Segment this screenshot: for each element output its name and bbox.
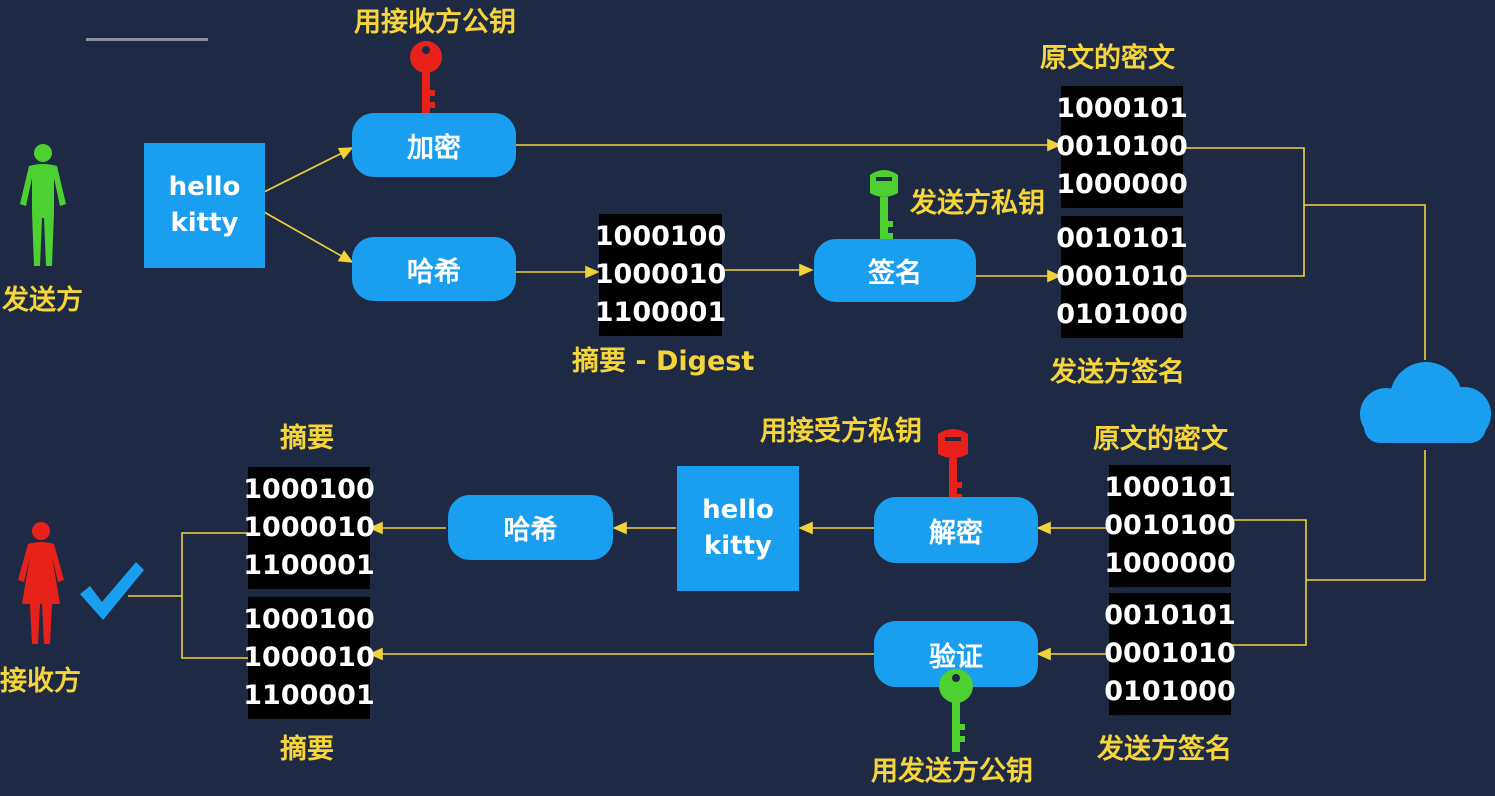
digest-bits-2: 1000010 (243, 642, 375, 673)
digest-bits-3: 1100001 (243, 680, 375, 711)
receiver-hash-box: 哈希 (448, 495, 613, 560)
hash-box: 哈希 (352, 237, 516, 301)
key-icon (409, 40, 443, 126)
cipher-bits-3: 1000000 (1056, 169, 1188, 200)
decrypt-box: 解密 (874, 497, 1038, 563)
digest-bits-2: 1000010 (243, 512, 375, 543)
encrypt-box: 加密 (352, 113, 516, 177)
cipher-bits-3: 1000000 (1104, 548, 1236, 579)
sign-key-label: 发送方私钥 (910, 188, 1045, 219)
digest-bits-3: 1100001 (243, 550, 375, 581)
receiver-signature-caption: 发送方签名 (1097, 734, 1232, 765)
signature-bits-1: 0010101 (1056, 223, 1188, 254)
receiver-message-box: hello kitty (677, 466, 799, 591)
receiver-digest-bottom-block: 1000100 1000010 1100001 (243, 597, 375, 719)
key-icon (867, 167, 901, 255)
key-icon (938, 668, 974, 758)
receiver-bracket (1231, 519, 1307, 646)
signature-bits-2: 0001010 (1104, 638, 1236, 669)
cipher-bits-2: 0010100 (1104, 510, 1236, 541)
digest-caption: 摘要 - Digest (572, 346, 755, 377)
arrow-msg-to-hash (263, 211, 354, 263)
receiver-signature-block: 0010101 0001010 0101000 (1104, 593, 1236, 715)
arrow-msg-to-encrypt (263, 147, 354, 193)
compare-bracket (181, 532, 248, 659)
message-line-1: hello (702, 495, 774, 526)
receiver-label: 接收方 (0, 666, 81, 697)
sender-cipher-block: 1000101 0010100 1000000 (1056, 86, 1188, 208)
cipher-bits-2: 0010100 (1056, 131, 1188, 162)
message-line-2: kitty (170, 207, 239, 238)
verify-key-label: 用发送方公钥 (871, 756, 1033, 787)
digest-bits-1: 1000100 (243, 604, 375, 635)
digest-bits-2: 1000010 (594, 259, 727, 290)
sender-signature-caption: 发送方签名 (1050, 357, 1185, 388)
checkmark-icon (76, 558, 146, 628)
decrypt-key-label: 用接受方私钥 (760, 416, 922, 447)
digest-top-title: 摘要 (280, 423, 334, 454)
receiver-cipher-block: 1000101 0010100 1000000 (1104, 465, 1236, 587)
signature-bits-3: 0101000 (1104, 676, 1236, 707)
sender-message-box: hello kitty (144, 143, 265, 268)
encrypt-key-label: 用接收方公钥 (354, 7, 516, 38)
top-divider (86, 38, 208, 41)
sender-label: 发送方 (2, 285, 83, 316)
sender-cipher-title: 原文的密文 (1040, 43, 1175, 74)
digest-bottom-caption: 摘要 (280, 734, 334, 765)
message-line-1: hello (168, 172, 241, 203)
cipher-bits-1: 1000101 (1104, 472, 1236, 503)
person-icon (16, 142, 70, 274)
receiver-digest-top-block: 1000100 1000010 1100001 (243, 467, 375, 589)
sender-bracket (1184, 147, 1305, 277)
sender-signature-block: 0010101 0001010 0101000 (1056, 216, 1188, 338)
line-from-cloud (1306, 450, 1426, 581)
signature-bits-1: 0010101 (1104, 600, 1236, 631)
digest-bits-1: 1000100 (243, 474, 375, 505)
signature-bits-2: 0001010 (1056, 261, 1188, 292)
message-line-2: kitty (703, 530, 772, 561)
cipher-bits-1: 1000101 (1056, 93, 1188, 124)
digest-bits-1: 1000100 (594, 221, 727, 252)
line-to-cloud (1304, 204, 1426, 360)
receiver-cipher-title: 原文的密文 (1093, 424, 1228, 455)
digest-bits-3: 1100001 (594, 297, 727, 328)
digest-block: 1000100 1000010 1100001 (595, 214, 726, 336)
person-icon (12, 520, 70, 652)
signature-bits-3: 0101000 (1056, 299, 1188, 330)
cloud-icon (1356, 358, 1494, 452)
sign-box: 签名 (814, 239, 976, 302)
